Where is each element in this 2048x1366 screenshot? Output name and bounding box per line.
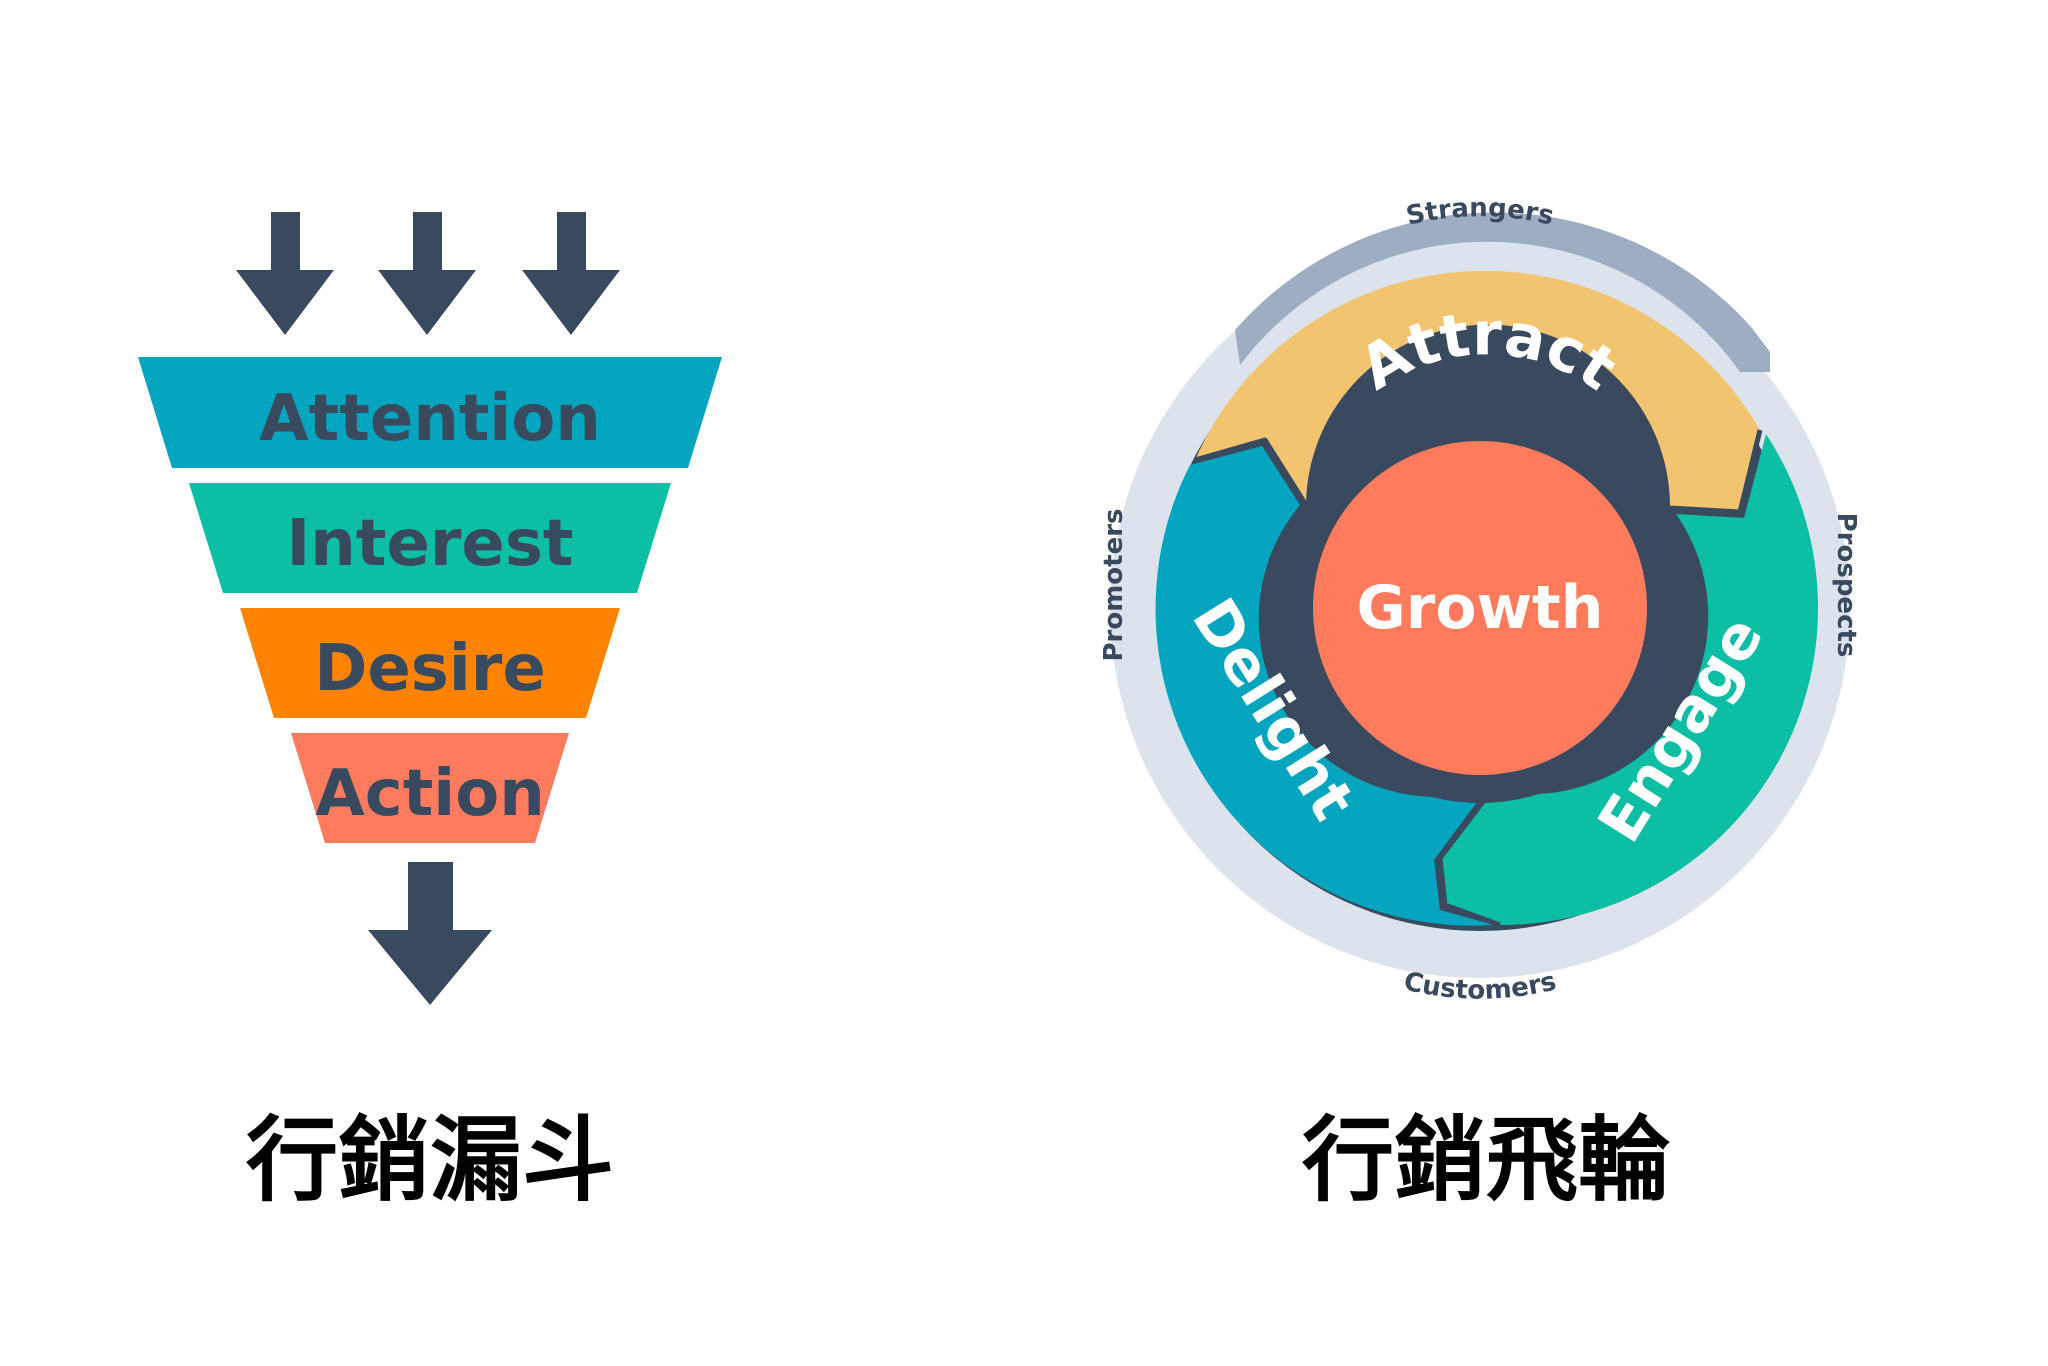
funnel-stage-attention xyxy=(138,357,722,468)
flywheel-caption: 行銷飛輪 xyxy=(1301,1107,1670,1214)
segment-engage xyxy=(1440,434,1819,926)
funnel-caption: 行銷漏斗 xyxy=(245,1107,614,1214)
ring-label-prospects: Prospects xyxy=(1831,513,1861,658)
down-arrow-icon xyxy=(378,212,476,335)
flywheel: Strangers Customers Prospects Promoters … xyxy=(1099,193,1861,1006)
strangers-band xyxy=(1235,212,1770,372)
hub-center xyxy=(1313,441,1647,775)
funnel-stage-label: Desire xyxy=(314,632,546,706)
output-arrow-icon xyxy=(368,862,492,1005)
segment-divider xyxy=(1437,788,1501,928)
center-label-growth: Growth xyxy=(1357,573,1604,643)
down-arrow-icon xyxy=(522,212,620,335)
ring-label-promoters: Promoters xyxy=(1099,508,1129,661)
funnel: Attention Interest Desire Action xyxy=(138,212,722,1005)
funnel-stage-label: Action xyxy=(315,757,545,831)
input-arrows xyxy=(236,212,620,335)
funnel-stage-desire xyxy=(240,608,620,718)
funnel-stage-label: Attention xyxy=(259,382,601,456)
down-arrow-icon xyxy=(236,212,334,335)
funnel-stage-interest xyxy=(189,483,671,593)
segment-divider xyxy=(1669,429,1763,515)
segment-divider xyxy=(1194,437,1309,507)
funnel-stage-action xyxy=(291,733,569,843)
funnel-stage-label: Interest xyxy=(286,507,573,581)
segment-attract xyxy=(1195,270,1760,512)
segment-delight xyxy=(1155,446,1494,926)
